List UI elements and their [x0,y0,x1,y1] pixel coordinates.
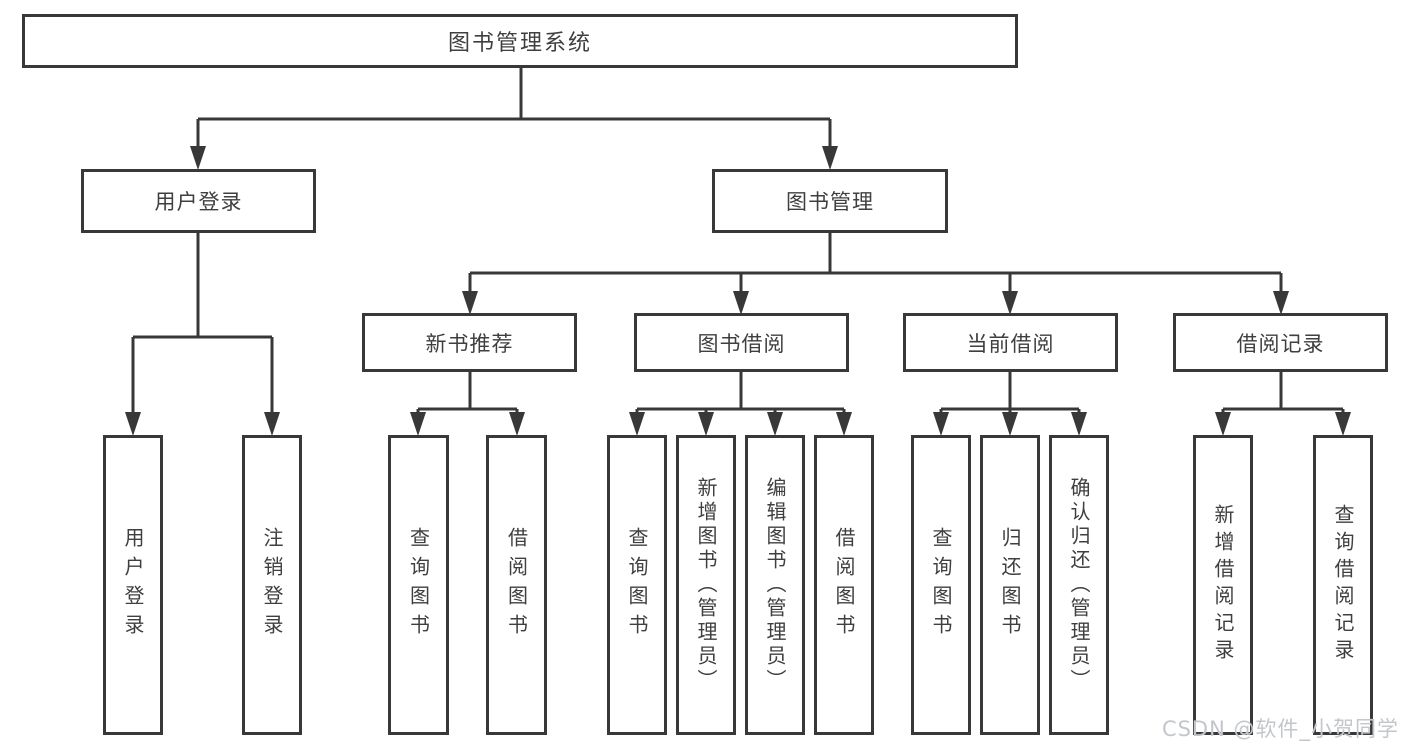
leaf-bb-query-books: 查询图书 [607,435,667,735]
leaf-logout: 注销登录 [242,435,302,735]
node-book-management: 图书管理 [712,169,948,233]
node-library-management-system: 图书管理系统 [22,14,1018,68]
leaf-br-add-record: 新增借阅记录 [1193,435,1253,735]
leaf-br-query-record: 查询借阅记录 [1313,435,1373,735]
node-new-book-recommend: 新书推荐 [362,313,577,372]
leaf-nb-query-books: 查询图书 [388,435,449,735]
node-borrowing-records: 借阅记录 [1173,313,1388,372]
leaf-user-login: 用户登录 [103,435,163,735]
node-current-borrowing: 当前借阅 [903,313,1118,372]
leaf-cb-query-books: 查询图书 [911,435,971,735]
leaf-bb-add-books-admin: 新增图书（管理员） [676,435,736,735]
node-book-borrowing: 图书借阅 [634,313,849,372]
leaf-bb-borrow-books: 借阅图书 [814,435,874,735]
leaf-nb-borrow-books: 借阅图书 [486,435,547,735]
leaf-bb-edit-books-admin: 编辑图书（管理员） [745,435,805,735]
leaf-cb-confirm-return-admin: 确认归还（管理员） [1049,435,1109,735]
node-user-login: 用户登录 [81,169,316,233]
csdn-watermark: CSDN @软件_小贺同学 [1161,717,1399,741]
leaf-cb-return-books: 归还图书 [980,435,1040,735]
